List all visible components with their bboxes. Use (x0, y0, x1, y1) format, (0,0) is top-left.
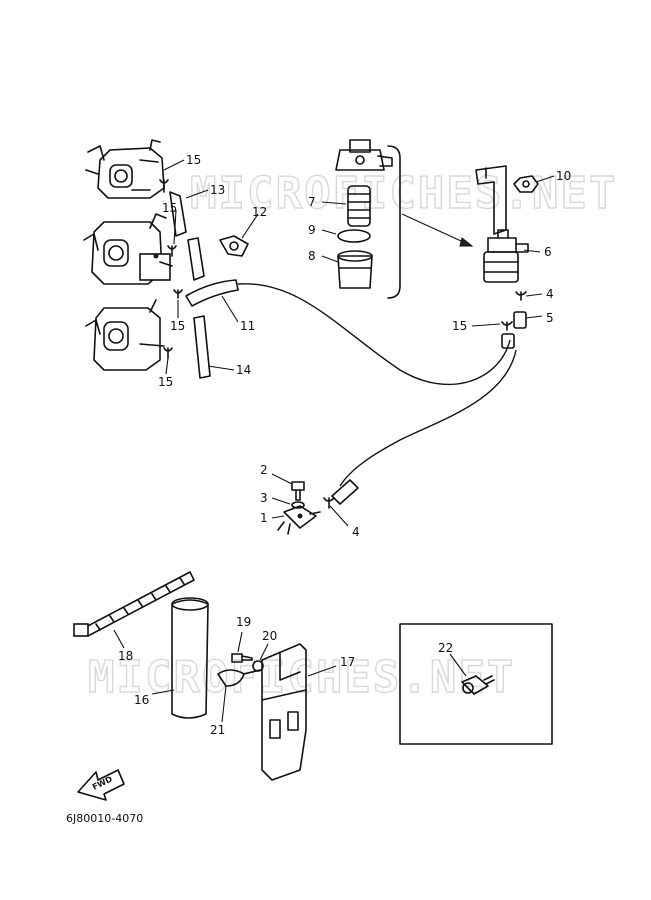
callout-15-lower: 15 (170, 319, 185, 333)
callout-19: 19 (236, 615, 251, 629)
hose-11 (185, 279, 239, 307)
clip-15-top (159, 179, 169, 193)
diagram-code: 6J80010-4070 (66, 812, 143, 825)
assembly-arrow (401, 213, 473, 247)
callout-16: 16 (134, 693, 149, 707)
group-bracket (387, 145, 401, 299)
callout-13: 13 (210, 183, 225, 197)
fwd-label: FWD (91, 774, 114, 791)
callout-4-lower: 4 (352, 525, 360, 539)
clip-4-lower (323, 497, 335, 509)
joint-5 (513, 311, 527, 329)
clamp-21 (217, 669, 261, 687)
fuel-filter-6 (483, 229, 529, 283)
hose-14 (193, 315, 211, 379)
filter-cup-8 (337, 250, 373, 289)
callout-2: 2 (260, 463, 268, 477)
hose-joint (187, 237, 205, 281)
watermark-bottom: MICROFICHES.NET (88, 652, 515, 703)
callout-11: 11 (240, 319, 255, 333)
clip-15-filter (501, 321, 513, 331)
callout-7: 7 (308, 195, 316, 209)
callout-12: 12 (252, 205, 267, 219)
callout-8: 8 (308, 249, 316, 263)
callout-14: 14 (236, 363, 251, 377)
callout-15-filter: 15 (452, 319, 467, 333)
clip-4-upper (515, 291, 527, 301)
clip-15-lower-middle (173, 289, 183, 299)
callout-18: 18 (118, 649, 133, 663)
fwd-arrow-icon: FWD (77, 769, 125, 801)
callout-9: 9 (308, 223, 316, 237)
hose-13 (169, 191, 187, 237)
screw-19 (231, 653, 253, 663)
hose-lower (331, 479, 359, 505)
cable-tie-18 (73, 571, 195, 637)
bracket-17 (261, 643, 307, 781)
screw-2 (291, 481, 305, 501)
callout-4-upper: 4 (546, 287, 554, 301)
hose-holder-12 (219, 235, 249, 257)
carburetor-middle (83, 213, 173, 285)
clip-15-upper-middle (167, 245, 177, 257)
fuel-joint-1 (277, 505, 321, 535)
callout-6: 6 (544, 245, 552, 259)
callout-15-bottom: 15 (158, 375, 173, 389)
leader-lines (113, 159, 555, 723)
clip-15-bottom (163, 347, 173, 359)
callout-22: 22 (438, 641, 453, 655)
callout-17: 17 (340, 655, 355, 669)
callout-3: 3 (260, 491, 268, 505)
carburetor-top (85, 139, 165, 199)
sleeve-16 (171, 597, 209, 719)
o-ring-9 (337, 229, 371, 243)
callout-5: 5 (546, 311, 554, 325)
hose-end-filter (501, 333, 515, 349)
callout-1: 1 (260, 511, 268, 525)
filter-cap-top (335, 139, 393, 171)
callout-15-middle: 15 (162, 201, 177, 215)
callout-21: 21 (210, 723, 225, 737)
nut-10 (513, 175, 539, 193)
filter-element-7 (347, 185, 371, 227)
fuel-line-lower (339, 349, 517, 487)
fuel-line-upper (237, 283, 511, 386)
callout-15-top: 15 (186, 153, 201, 167)
filter-bracket (475, 165, 507, 235)
washer-3 (291, 501, 305, 509)
carburetor-bottom (85, 299, 165, 371)
part-22 (461, 675, 495, 695)
callout-10: 10 (556, 169, 571, 183)
inset-box (399, 623, 553, 745)
callout-20: 20 (262, 629, 277, 643)
watermark-top: MICROFICHES.NET (190, 168, 617, 219)
